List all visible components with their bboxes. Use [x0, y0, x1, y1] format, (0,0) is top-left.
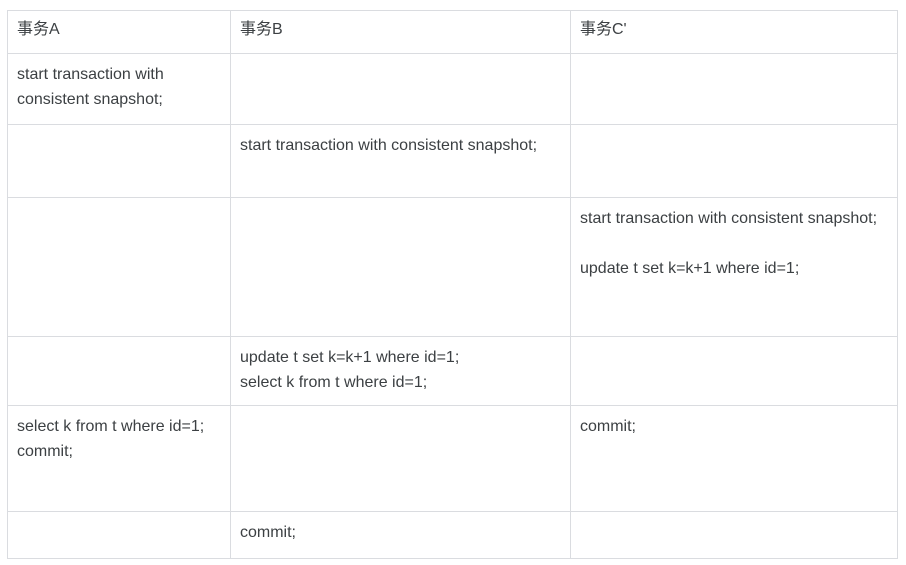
- column-header-transaction-a: 事务A: [7, 10, 231, 54]
- table-header: 事务A 事务B 事务C': [7, 10, 898, 54]
- cell-text: start transaction with consistent snapsh…: [17, 66, 169, 108]
- table-cell-a: [7, 336, 231, 406]
- table-row: commit;: [7, 510, 898, 559]
- cell-text: [17, 207, 221, 208]
- cell-text: [240, 207, 561, 208]
- cell-text: commit;: [240, 523, 296, 541]
- column-header-label: 事务A: [17, 21, 60, 38]
- table-header-row: 事务A 事务B 事务C': [7, 10, 898, 54]
- table-cell-b: update t set k=k+1 where id=1; select k …: [230, 336, 571, 406]
- table-row: start transaction with consistent snapsh…: [7, 197, 898, 337]
- table-body: start transaction with consistent snapsh…: [7, 53, 898, 559]
- table-cell-c: [570, 336, 898, 406]
- cell-text: [17, 521, 221, 522]
- column-header-transaction-b: 事务B: [230, 10, 571, 54]
- table-cell-a: start transaction with consistent snapsh…: [7, 53, 231, 125]
- table-cell-a: [7, 197, 231, 337]
- cell-text: [17, 346, 221, 347]
- table-cell-b: commit;: [230, 510, 571, 559]
- table-cell-b: [230, 404, 571, 512]
- cell-text: [580, 521, 888, 522]
- table-cell-c: [570, 124, 898, 198]
- table-cell-a: select k from t where id=1; commit;: [7, 404, 231, 512]
- table-row: start transaction with consistent snapsh…: [7, 124, 898, 198]
- transaction-timeline-table: 事务A 事务B 事务C' start transaction with cons…: [7, 10, 898, 559]
- cell-text: [240, 63, 561, 64]
- cell-text: start transaction with consistent snapsh…: [580, 210, 878, 277]
- cell-text: [240, 415, 561, 416]
- cell-text: commit;: [580, 417, 636, 435]
- table-cell-c: [570, 53, 898, 125]
- cell-text: start transaction with consistent snapsh…: [240, 137, 538, 154]
- table-cell-b: start transaction with consistent snapsh…: [230, 124, 571, 198]
- column-header-label: 事务C': [580, 21, 627, 38]
- table-cell-a: [7, 510, 231, 559]
- table-cell-c: start transaction with consistent snapsh…: [570, 197, 898, 337]
- table-cell-b: [230, 197, 571, 337]
- cell-text: update t set k=k+1 where id=1; select k …: [240, 349, 460, 391]
- table-row: start transaction with consistent snapsh…: [7, 53, 898, 125]
- cell-text: [17, 134, 221, 135]
- table-row: update t set k=k+1 where id=1; select k …: [7, 336, 898, 406]
- transaction-timeline-sheet: 事务A 事务B 事务C' start transaction with cons…: [7, 10, 898, 559]
- cell-text: [580, 63, 888, 64]
- column-header-transaction-c: 事务C': [570, 10, 898, 54]
- cell-text: [580, 346, 888, 347]
- cell-text: [580, 134, 888, 135]
- cell-text: select k from t where id=1; commit;: [17, 417, 205, 460]
- table-cell-c: [570, 510, 898, 559]
- column-header-label: 事务B: [240, 21, 283, 38]
- table-cell-a: [7, 124, 231, 198]
- table-cell-b: [230, 53, 571, 125]
- table-cell-c: commit;: [570, 404, 898, 512]
- table-row: select k from t where id=1; commit; comm…: [7, 404, 898, 512]
